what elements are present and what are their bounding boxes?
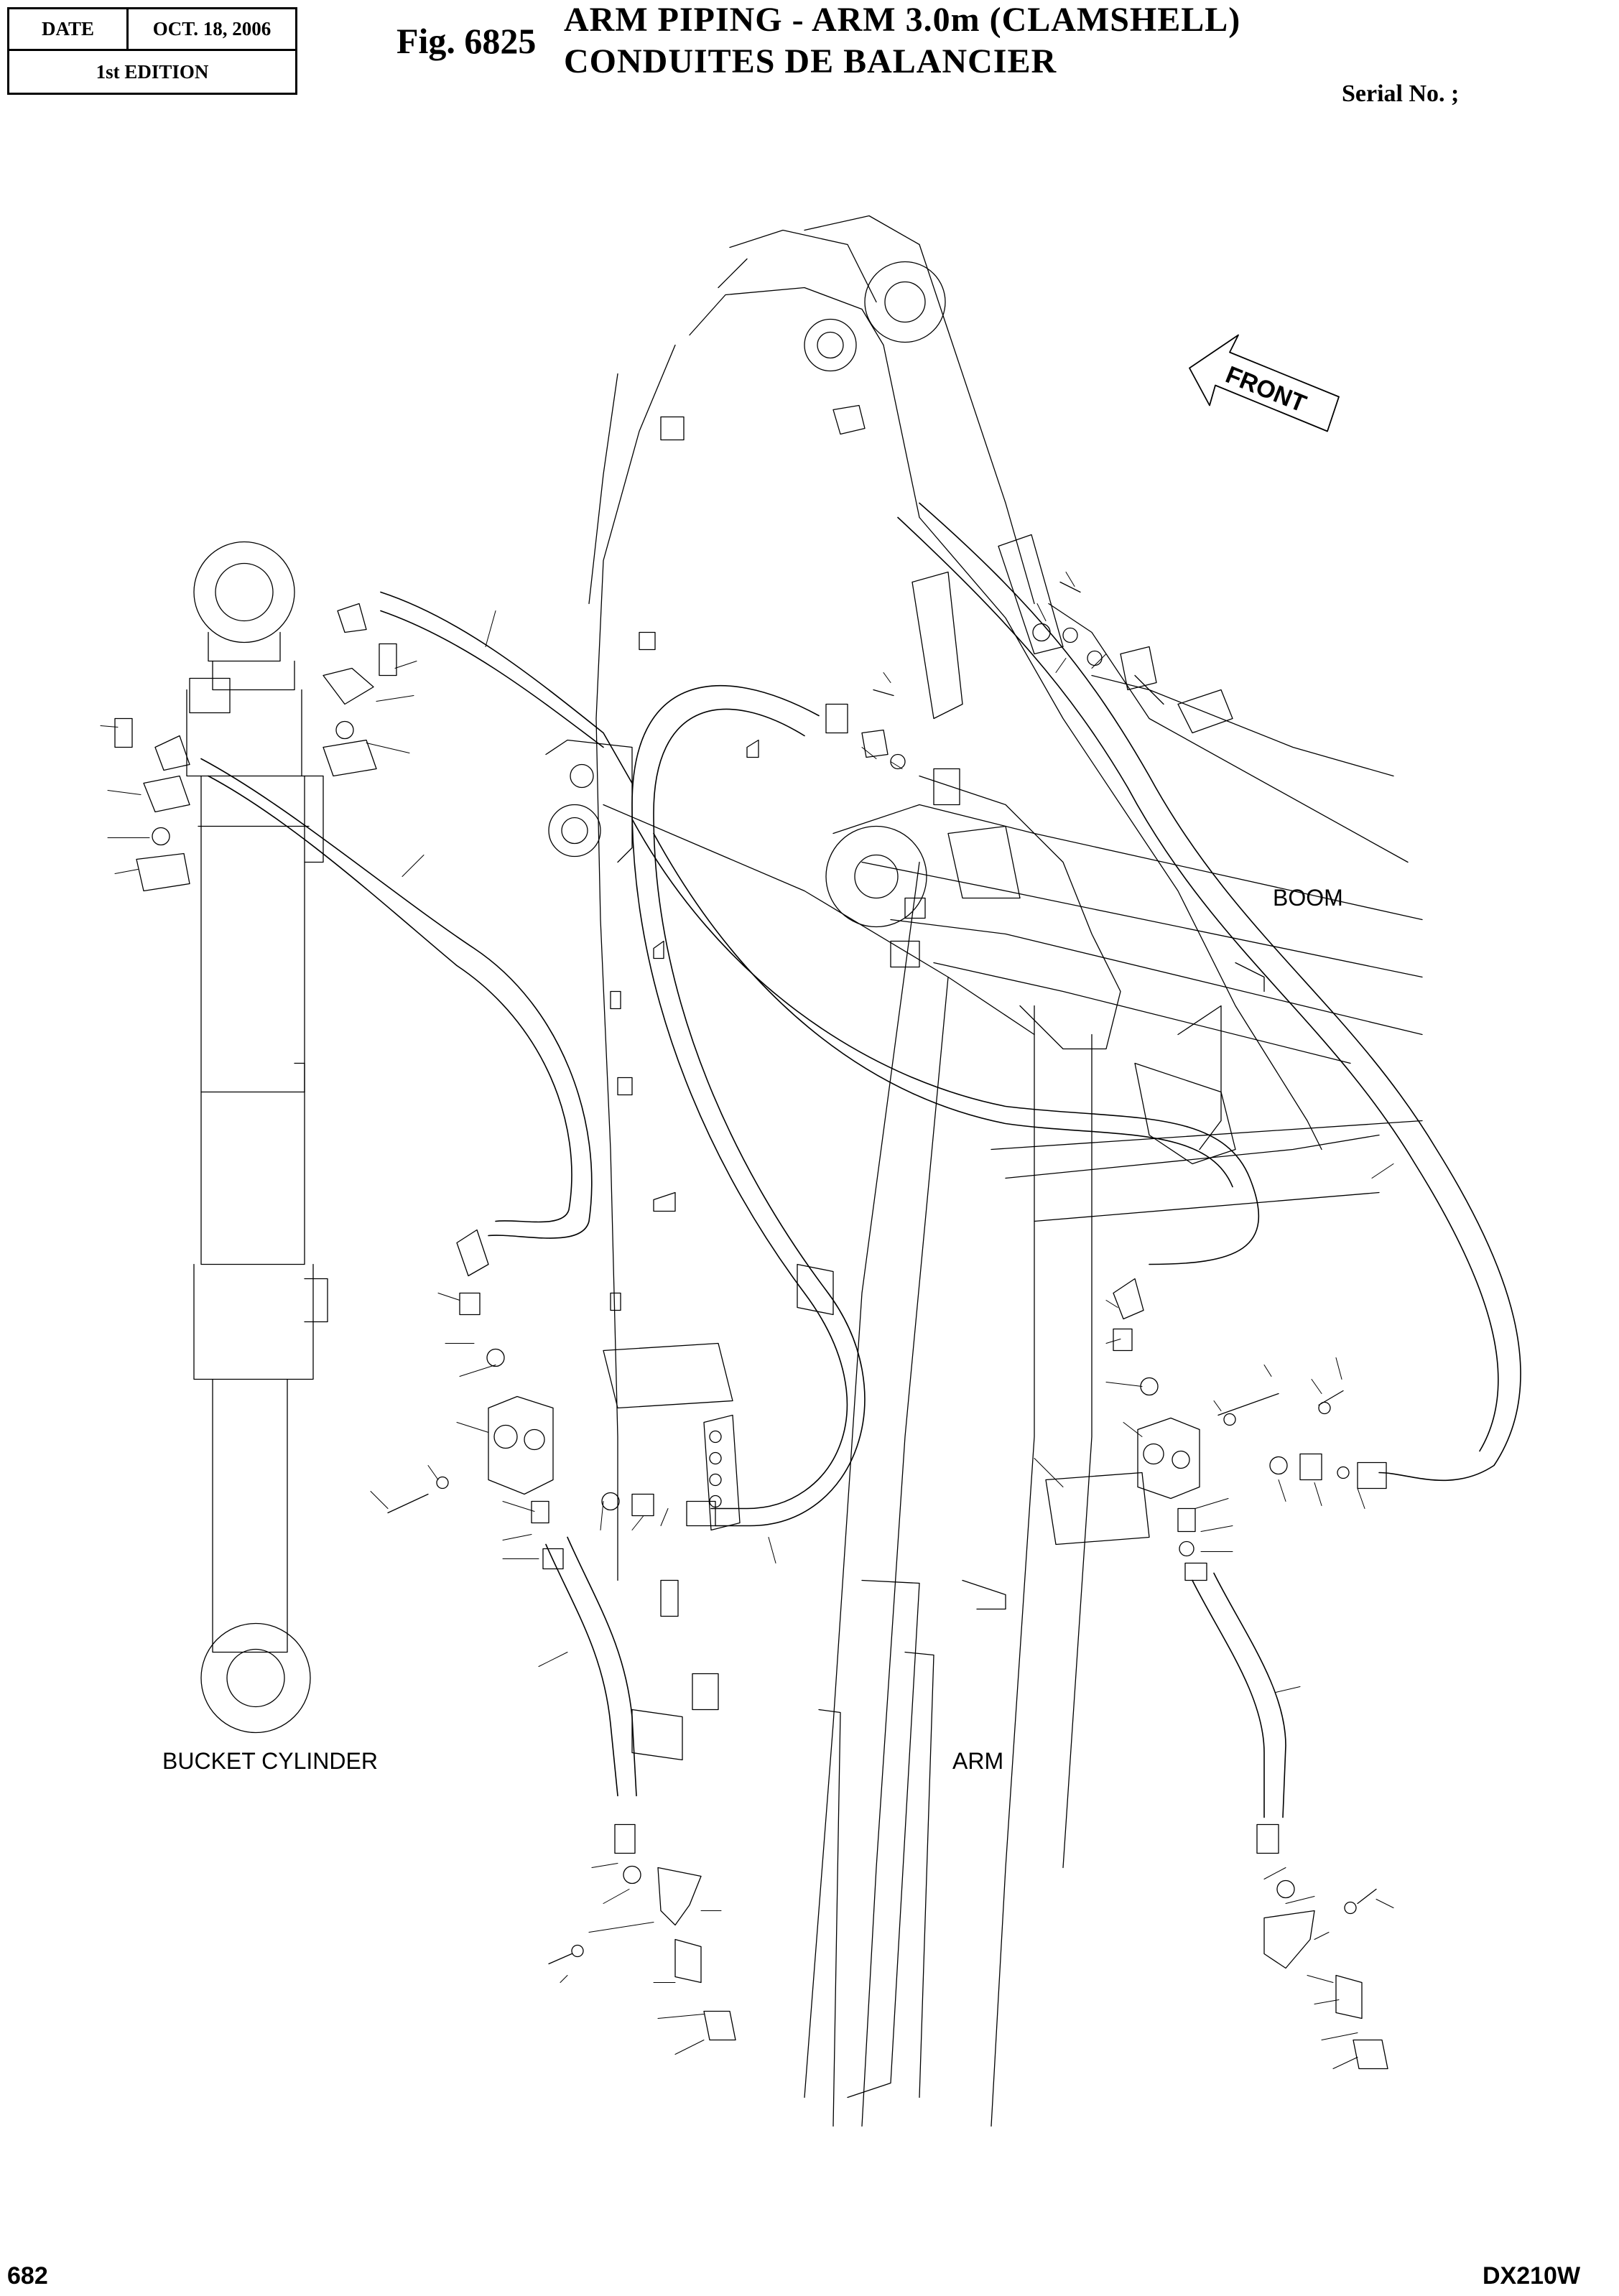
boom-structure [826,604,1422,1222]
page-number: 682 [7,2262,48,2290]
leader-lines [101,572,1393,2069]
date-value: OCT. 18, 2006 [152,18,272,39]
serial-number: Serial No. ; [1342,80,1460,107]
arm-structure [589,216,1322,2127]
hydraulic-hoses [201,503,1521,1818]
cylinder-clamps [115,604,396,891]
box-divider-h [9,49,295,51]
date-edition-box: DATE OCT. 18, 2006 1st EDITION [7,7,297,95]
title-line-1: ARM PIPING - ARM 3.0m (CLAMSHELL) [564,1,1241,39]
date-label: DATE [41,18,94,39]
left-valve-block [388,1230,833,2040]
right-valve-block [826,535,1388,2069]
bucket-cylinder-label: BUCKET CYLINDER [162,1748,378,1774]
boom-label: BOOM [1273,885,1343,911]
bucket-cylinder [187,542,328,1733]
box-divider-v [126,9,129,50]
arm-label: ARM [952,1748,1004,1774]
title-line-2: CONDUITES DE BALANCIER [564,42,1057,80]
arm-top-pin [546,262,945,863]
edition-label: 1st EDITION [96,60,209,83]
model-number: DX210W [1483,2262,1581,2290]
front-arrow: FRONT [1189,335,1339,432]
figure-number: Fig. 6825 [396,21,537,61]
